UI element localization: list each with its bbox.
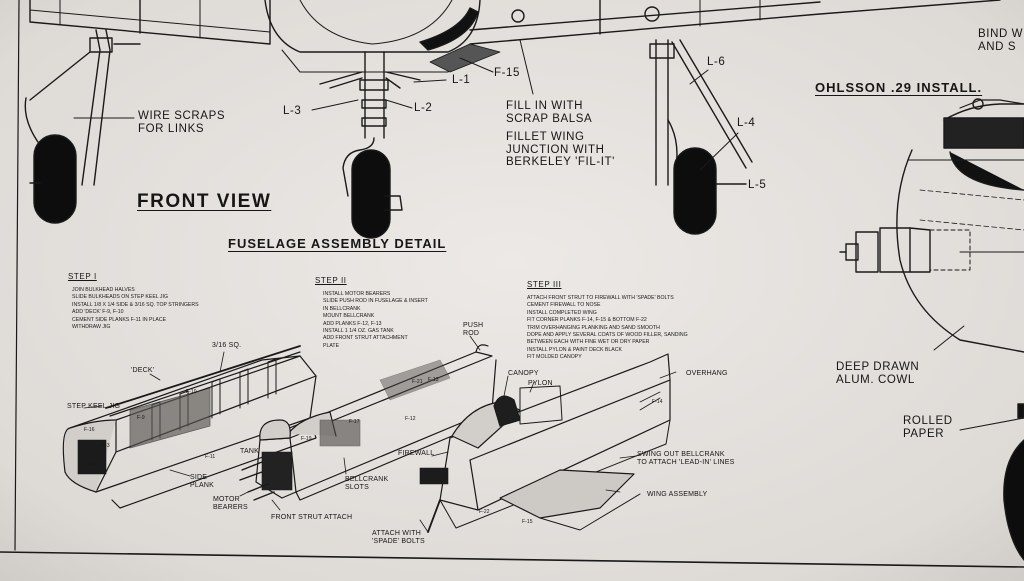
engine-install-drawing <box>839 98 1024 561</box>
f15-label: F-15 <box>494 67 521 79</box>
step2-f17-label: F-17 <box>349 419 360 425</box>
step1-jig-label: STEP KEEL JIG <box>67 403 121 410</box>
list-item: BETWEEN EACH WITH FINE WET OR DRY PAPER <box>527 339 650 346</box>
step3-firewall-label: FIREWALL <box>398 450 435 457</box>
step1-f9-label: F-9 <box>137 415 145 421</box>
step-3-title: STEP III <box>527 280 562 289</box>
step1-f10-label: F-10 <box>186 389 197 395</box>
list-item: INSTALL PYLON & PAINT DECK BLACK <box>527 346 622 353</box>
list-item: MOUNT BELLCRANK <box>323 313 375 320</box>
l3-label: L-3 <box>283 105 302 117</box>
step1-f1-label: F-1 <box>89 462 97 468</box>
list-item: INSTALL MOTOR BEARERS <box>323 291 391 297</box>
list-item: TRIM OVERHANGING PLANKING AND SAND SMOOT… <box>527 324 660 331</box>
step-2-instructions: INSTALL MOTOR BEARERS SLIDE PUSH ROD IN … <box>323 291 428 350</box>
step3-attach-label: ATTACH WITH'SPADE' BOLTS <box>372 530 425 545</box>
list-item: ATTACH FRONT STRUT TO FIREWALL WITH 'SPA… <box>527 295 674 301</box>
list-item: INSTALL 1/8 X 1/4 SIDE & 3/16 SQ. TOP ST… <box>72 301 199 308</box>
step1-sq-label: 3/16 SQ. <box>212 342 242 349</box>
step3-overhang-label: OVERHANG <box>686 370 728 377</box>
step1-deck-label: 'DECK' <box>131 367 155 374</box>
fuselage-assembly-title: FUSELAGE ASSEMBLY DETAIL <box>228 236 447 251</box>
step-1-drawing <box>62 345 317 509</box>
list-item: INSTALL 1 1/4 OZ. GAS TANK <box>323 328 394 335</box>
list-item: CEMENT FIREWALL TO NOSE <box>527 302 601 309</box>
list-item: ADD 'DECK' F-9, F-10 <box>72 309 124 316</box>
front-view-drawing <box>24 0 1001 239</box>
list-item: DOPE AND APPLY SEVERAL COATS OF WOOD FIL… <box>527 332 688 339</box>
step3-f14-label: F-14 <box>652 399 663 405</box>
l2-label: L-2 <box>414 102 433 114</box>
list-item: FIT CORNER PLANKS F-14, F-15 & BOTTOM F-… <box>527 317 647 324</box>
step1-f16-label: F-16 <box>84 427 95 433</box>
l1-label: L-1 <box>452 74 471 86</box>
step-3-instructions: ATTACH FRONT STRUT TO FIREWALL WITH 'SPA… <box>527 295 688 362</box>
l4-label: L-4 <box>737 117 756 129</box>
list-item: SLIDE BULKHEADS ON STEP KEEL JIG <box>72 294 169 301</box>
list-item: WITHDRAW JIG <box>72 324 111 331</box>
list-item: JOIN BULKHEAD HALVES <box>72 287 135 293</box>
step3-f22-label: F-22 <box>479 509 490 515</box>
step3-canopy-label: CANOPY <box>508 370 539 377</box>
list-item: PLATE <box>323 342 340 349</box>
step-2-title: STEP II <box>315 276 347 285</box>
l6-label: L-6 <box>707 56 726 68</box>
l5-label: L-5 <box>748 179 767 191</box>
step2-f12-label: F-12 <box>405 416 416 422</box>
list-item: IN BELLCRANK <box>323 305 361 312</box>
step2-tank-label: TANK <box>240 448 259 455</box>
step-1-title: STEP I <box>68 272 97 281</box>
step3-f15-label: F-15 <box>522 519 533 525</box>
list-item: FIT MOLDED CANOPY <box>527 354 582 361</box>
step-3-drawing <box>419 353 677 533</box>
step2-f19-label: F-19 <box>301 436 312 442</box>
list-item: SLIDE PUSH ROD IN FUSELAGE & INSERT <box>323 298 428 305</box>
step2-front-strut-label: FRONT STRUT ATTACH <box>271 514 353 521</box>
engine-install-title: OHLSSON .29 INSTALL. <box>815 80 983 95</box>
step2-f13-label: F-13 <box>428 377 439 383</box>
step1-f11-label: F-11 <box>205 454 216 460</box>
list-item: ADD FRONT STRUT ATTACHMENT <box>323 335 408 342</box>
step1-f3-label: F-3 <box>102 443 110 449</box>
step2-f21-label: F-21 <box>412 379 423 385</box>
step3-pylon-label: PYLON <box>528 380 553 387</box>
list-item: ADD PLANKS F-12, F-13 <box>323 320 382 327</box>
step3-wing-assembly-label: WING ASSEMBLY <box>647 491 708 498</box>
step-2-drawing <box>239 335 497 511</box>
step-1-instructions: JOIN BULKHEAD HALVES SLIDE BULKHEADS ON … <box>72 287 199 331</box>
list-item: CEMENT SIDE PLANKS F-11 IN PLACE <box>72 316 167 323</box>
list-item: INSTALL COMPLETED WING <box>527 309 597 316</box>
front-view-title: FRONT VIEW <box>137 191 272 212</box>
